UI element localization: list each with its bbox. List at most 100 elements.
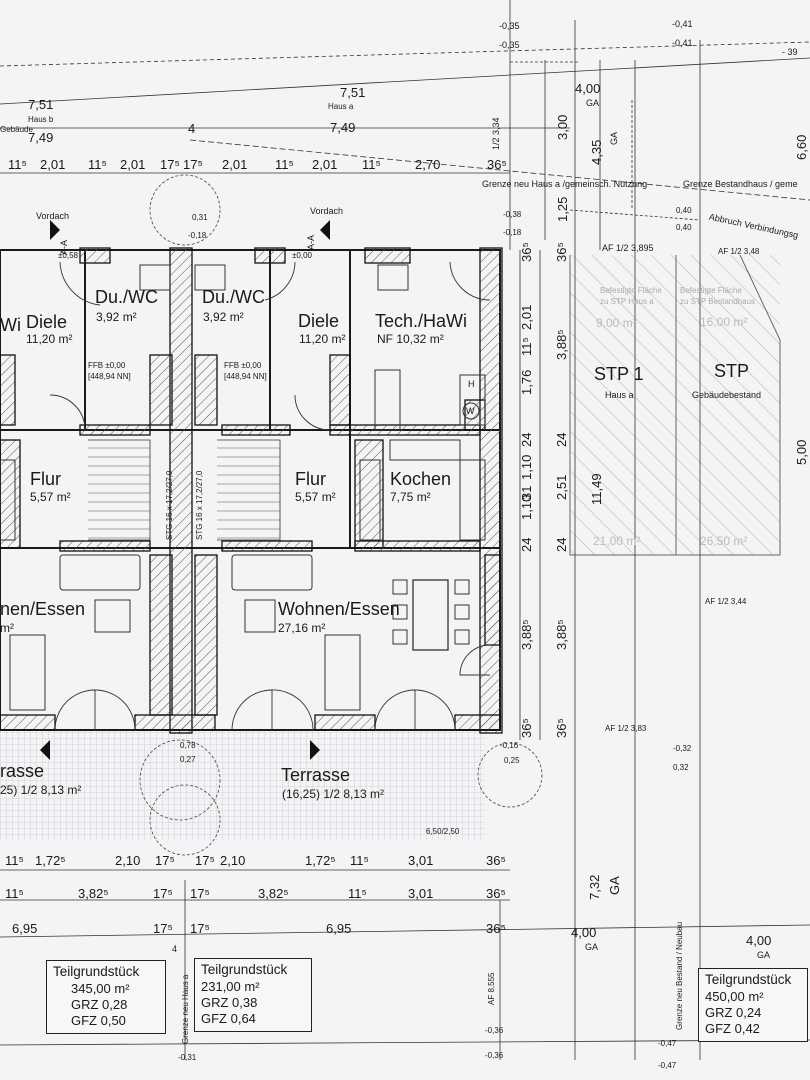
terrace-area bbox=[0, 730, 485, 840]
plot-area: 231,00 m² bbox=[201, 978, 260, 994]
plot-gfz: GFZ 0,64 bbox=[201, 1011, 256, 1027]
dimension-label: 11⁵ bbox=[8, 157, 27, 172]
dimension-label: 17⁵ bbox=[190, 921, 210, 936]
dimension-label: 36⁵ bbox=[486, 853, 506, 868]
vordach-label: Vordach bbox=[36, 211, 70, 221]
dimension-label: 3,01 bbox=[408, 886, 434, 901]
dimension-label: 2,01 bbox=[312, 157, 338, 172]
dimension-label: 1,72⁵ bbox=[305, 853, 336, 868]
plot-title: Teilgrundstück bbox=[705, 972, 792, 987]
level-label: -0,47 bbox=[658, 1039, 677, 1048]
level-label: -0,38 bbox=[503, 210, 522, 219]
vordach-label: Vordach bbox=[310, 206, 344, 216]
stp2-label: STP bbox=[714, 361, 750, 381]
dimension-label: 3,88⁵ bbox=[554, 619, 569, 650]
room-area: 7,75 m² bbox=[390, 490, 431, 504]
haus-b-dim: 7,51 bbox=[28, 97, 54, 112]
plot-grz: GRZ 0,24 bbox=[705, 1005, 762, 1021]
stp1-label: STP 1 bbox=[594, 364, 644, 384]
room-name: Kochen bbox=[390, 469, 452, 489]
plot-grz: GRZ 0,38 bbox=[201, 995, 258, 1011]
level-label: -0,35 bbox=[499, 40, 520, 50]
dimension-label: 6,95 bbox=[12, 921, 38, 936]
appliance-label: W bbox=[466, 406, 475, 416]
room-area: 3,92 m² bbox=[96, 310, 137, 324]
dimension-label: 2,10 bbox=[220, 853, 246, 868]
haus-b-dim2: 7,49 bbox=[28, 130, 54, 145]
stair-label: STG 16 x 17,2/27,0 bbox=[165, 470, 174, 540]
level-label: -0,32 bbox=[673, 744, 692, 753]
dimension-label: 7,32 bbox=[587, 874, 602, 900]
room-area: (16,25) 1/2 8,13 m² bbox=[282, 787, 385, 801]
vdim-300: 3,00 bbox=[555, 114, 570, 140]
dimension-label: 17⁵ bbox=[155, 853, 175, 868]
room-name: Du./WC bbox=[95, 287, 158, 307]
level-label: -0,36 bbox=[485, 1051, 504, 1060]
dimension-label: 2,01 bbox=[40, 157, 66, 172]
level-label: 0,27 bbox=[180, 755, 196, 764]
dimension-label: 36⁵ bbox=[554, 718, 569, 738]
level-label: 0,25 bbox=[504, 756, 520, 765]
level-label: 0,32 bbox=[673, 763, 689, 772]
dimension-label: 3,88⁵ bbox=[554, 329, 569, 360]
stp2-sub: Gebäudebestand bbox=[692, 390, 762, 400]
dimension-label: 24 bbox=[519, 537, 534, 552]
vdim-334: 1/2 3,34 bbox=[491, 117, 501, 150]
level-label: ±0,00 bbox=[292, 251, 312, 260]
af-label: AF 8,555 bbox=[487, 972, 496, 1005]
dimension-label: 11⁵ bbox=[348, 886, 367, 901]
dimension-label: 11⁵ bbox=[88, 157, 107, 172]
dimension-label: 2,51 bbox=[554, 474, 569, 500]
dimension-label: 36⁵ bbox=[519, 718, 534, 738]
level-label: -0,16 bbox=[500, 741, 519, 750]
dimension-label: 24 bbox=[554, 537, 569, 552]
gebaeude-label: Gebäude bbox=[0, 125, 33, 134]
ga-label: GA bbox=[585, 942, 599, 952]
af-label: AF 1/2 3,83 bbox=[605, 724, 647, 733]
room-name-fragment: Wi bbox=[0, 315, 21, 335]
level-label: 0,78 bbox=[180, 741, 196, 750]
level-label: ±0,58 bbox=[58, 251, 78, 260]
faded-label: Befestigte Fläche bbox=[600, 286, 662, 295]
level-label: -0,41 bbox=[672, 19, 693, 29]
room-name: Du./WC bbox=[202, 287, 265, 307]
faded-label: zu STP Bestandhaus bbox=[680, 297, 756, 306]
dimension-label: GA bbox=[607, 876, 622, 895]
dimension-label: 11⁵ bbox=[275, 157, 294, 172]
floor-level: FFB ±0,00 bbox=[224, 361, 262, 370]
stp1-sub: Haus a bbox=[605, 390, 634, 400]
dimension-label: 2,01 bbox=[120, 157, 146, 172]
dimension-label: 17⁵ bbox=[195, 853, 215, 868]
terrace-dim: 6,50/2,50 bbox=[426, 827, 460, 836]
room-area: 25) 1/2 8,13 m² bbox=[0, 783, 82, 797]
vdim-435: 4,35 bbox=[589, 139, 604, 165]
dimension-label: 36⁵ bbox=[486, 921, 506, 936]
af-label: AF 1/2 3,44 bbox=[705, 597, 747, 606]
level-label: -0,18 bbox=[503, 228, 522, 237]
haus-a-dim2: 7,49 bbox=[330, 120, 356, 135]
room-name: Diele bbox=[298, 311, 340, 331]
haus-a-dim: 7,51 bbox=[340, 85, 366, 100]
level-label: 0,31 bbox=[192, 213, 208, 222]
ga-dim: 4,00 bbox=[571, 925, 597, 940]
marker-4: 4 bbox=[172, 944, 178, 954]
haus-b-label: Haus b bbox=[28, 115, 54, 124]
room-name: Wohnen/Essen bbox=[278, 599, 400, 619]
faded-label: 9,00 m² bbox=[596, 316, 637, 330]
room-area: 27,16 m² bbox=[278, 621, 326, 635]
level-label: -0,18 bbox=[188, 231, 207, 240]
section-marker-aa: A-A bbox=[306, 234, 316, 250]
level-label: -0,36 bbox=[485, 1026, 504, 1035]
faded-label: Befestigte Fläche bbox=[680, 286, 742, 295]
room-area: 5,57 m² bbox=[30, 490, 71, 504]
dimension-label: 17⁵ bbox=[153, 921, 173, 936]
dimension-label: 11⁵ bbox=[362, 157, 381, 172]
grenze-label: Grenze neu Bestand / Neubau bbox=[675, 921, 684, 1030]
dimension-label: 11⁵ bbox=[5, 853, 24, 868]
level-label: -0,31 bbox=[178, 1053, 197, 1062]
room-name: Tech./HaWi bbox=[375, 311, 468, 331]
room-area: NF 10,32 m² bbox=[377, 332, 444, 346]
faded-label: 21,00 m² bbox=[593, 534, 641, 548]
dimension-label: 2,01 bbox=[222, 157, 248, 172]
stair-label: STG 16 x 17,2/27,0 bbox=[195, 470, 204, 540]
